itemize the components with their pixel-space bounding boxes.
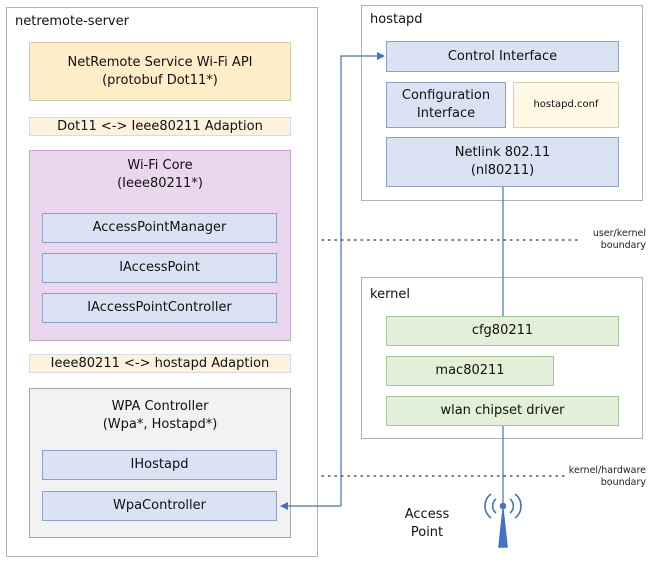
configuration-interface-box: Configuration Interface [386, 82, 506, 128]
hostapd-title: hostapd [370, 12, 423, 27]
access-point-label: Access Point [404, 507, 450, 540]
dot11-ieee80211-adaption: Dot11 <-> Ieee80211 Adaption [29, 117, 291, 136]
kernel-hardware-boundary-label: kernel/hardware boundary [568, 465, 646, 488]
wlan-chipset-driver-box: wlan chipset driver [386, 396, 619, 426]
iaccess-point-controller-box: IAccessPointController [42, 293, 277, 323]
netremote-server-title: netremote-server [15, 14, 129, 29]
wpa-controller-title: WPA Controller (Wpa*, Hostapd*) [102, 399, 218, 432]
user-kernel-boundary-label: user/kernel boundary [592, 228, 646, 251]
cfg80211-box: cfg80211 [386, 316, 619, 346]
iaccess-point-box: IAccessPoint [42, 253, 277, 283]
kernel-title: kernel [370, 287, 411, 302]
wifi-core-title: Wi-Fi Core (Ieee80211*) [117, 158, 203, 191]
ihostapd-box: IHostapd [42, 450, 277, 480]
ieee80211-hostapd-adaption: Ieee80211 <-> hostapd Adaption [29, 354, 291, 373]
netremote-wifi-api-box: NetRemote Service Wi-Fi API (protobuf Do… [29, 42, 291, 101]
mac80211-box: mac80211 [386, 356, 554, 386]
netlink-box: Netlink 802.11 (nl80211) [386, 137, 619, 187]
wireless-antenna-icon [484, 493, 522, 548]
control-interface-box: Control Interface [386, 41, 619, 72]
hostapd-conf-file: hostapd.conf [513, 82, 619, 128]
access-point-manager-box: AccessPointManager [42, 213, 277, 243]
wpa-controller-box: WpaController [42, 491, 277, 521]
